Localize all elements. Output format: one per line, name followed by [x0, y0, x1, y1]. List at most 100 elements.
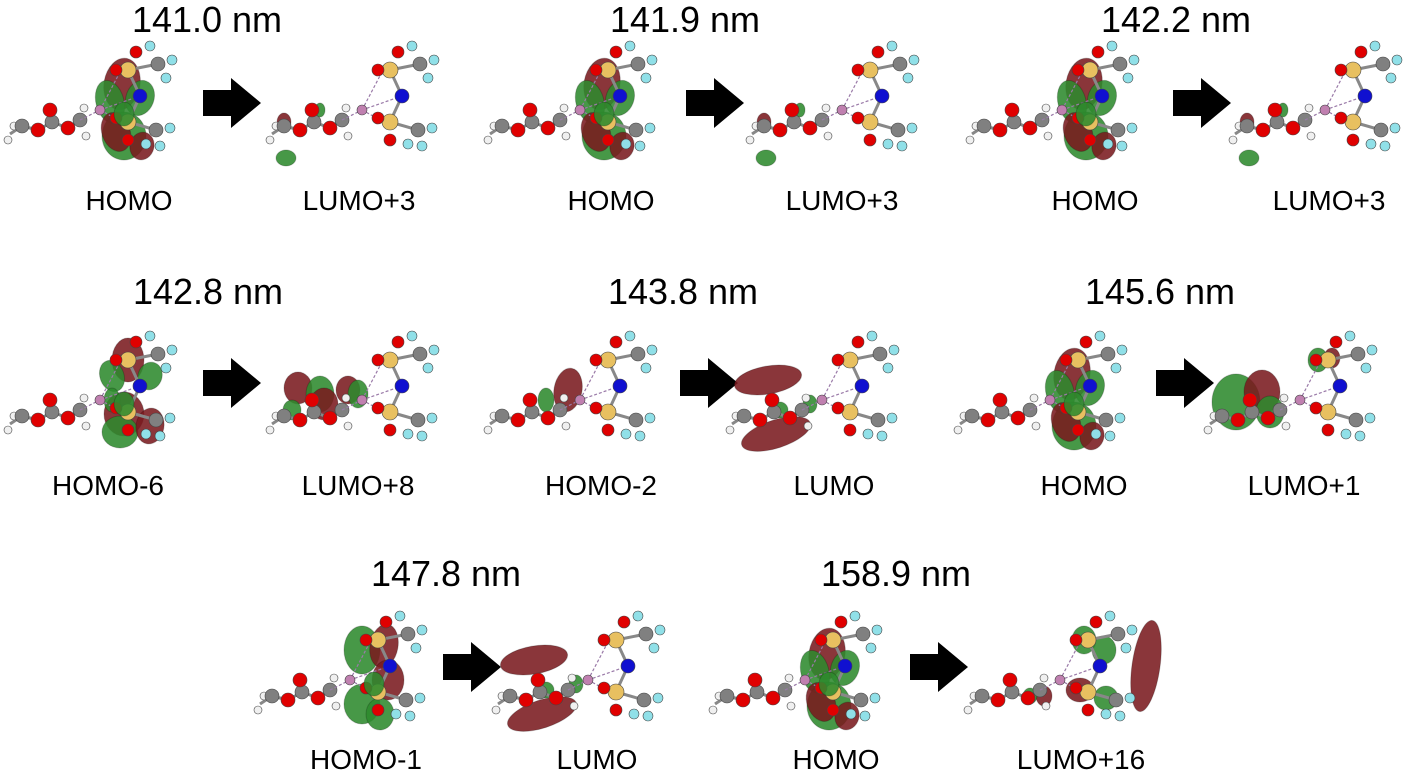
fluorine-atom [1344, 330, 1356, 342]
homo-molecular-orbital-8 [708, 610, 883, 731]
fluorine-atom [1128, 54, 1140, 66]
oxygen-atom [1069, 681, 1083, 695]
hydrogen-atom [341, 103, 351, 113]
sulfur-atom [599, 351, 617, 369]
fluorine-atom [1391, 54, 1403, 66]
fluorine-atom [644, 412, 656, 424]
oxygen-atom [1285, 120, 1301, 136]
orbital-lobe-negative [537, 387, 555, 413]
oxygen-atom [1242, 392, 1258, 408]
carbon-atom [494, 408, 510, 424]
nitrogen-atom [382, 658, 398, 674]
nitrogen-atom [1082, 378, 1098, 394]
lithium-atom [1319, 104, 1331, 116]
oxygen-atom [871, 45, 885, 59]
coordination-bond [821, 361, 843, 401]
coordination-bond [567, 679, 589, 691]
coordination-bond [559, 399, 581, 411]
carbon-atom [494, 118, 510, 134]
hydrogen-atom [1203, 425, 1213, 435]
carbon-atom [756, 118, 772, 134]
oxygen-atom [42, 102, 58, 118]
oxygen-atom [609, 335, 623, 349]
hydrogen-atom [1043, 131, 1053, 141]
sulfur-atom [1069, 351, 1087, 369]
transition-arrow-icon [1156, 358, 1214, 408]
unoccupied-orbital-label: LUMO+3 [1272, 185, 1386, 216]
transition-arrow-icon [443, 642, 501, 692]
oxygen-atom [1309, 401, 1323, 415]
hydrogen-atom [79, 103, 89, 113]
occupied-orbital-label: HOMO [792, 744, 880, 775]
carbon-atom [870, 412, 886, 428]
carbon-atom [524, 114, 540, 130]
sulfur-atom [1344, 113, 1362, 131]
carbon-atom [855, 626, 871, 642]
nitrogen-atom [612, 88, 628, 104]
occupied-orbital-label: HOMO-2 [545, 470, 657, 501]
oxygen-atom [121, 133, 135, 147]
fluorine-atom [886, 412, 898, 424]
transition-arrow-icon [203, 78, 261, 128]
fluorine-atom [390, 708, 402, 720]
carbon-atom [766, 404, 782, 420]
nitrogen-atom [132, 88, 148, 104]
hydrogen-atom [343, 421, 353, 431]
carbon-atom [719, 688, 735, 704]
hydrogen-atom [483, 135, 493, 145]
coordination-bond [341, 109, 363, 121]
coordination-bond [1304, 109, 1326, 121]
orbital-lobe-negative [818, 671, 840, 697]
fluorine-atom [1366, 344, 1378, 356]
fluorine-atom [906, 122, 918, 134]
fluorine-atom [1102, 138, 1114, 150]
nitrogen-atom [132, 378, 148, 394]
fluorine-atom [882, 362, 894, 374]
orbital-lobe-negative [593, 101, 615, 127]
oxygen-atom [1004, 102, 1020, 118]
oxygen-atom [371, 111, 385, 125]
oxygen-atom [379, 615, 393, 629]
fluorine-atom [144, 40, 156, 52]
carbon-atom [524, 404, 540, 420]
carbon-atom [412, 346, 428, 362]
carbon-atom [148, 122, 164, 138]
carbon-atom [148, 412, 164, 428]
fluorine-atom [422, 362, 434, 374]
hydrogen-atom [567, 673, 577, 683]
fluorine-atom [402, 138, 414, 150]
oxygen-atom [863, 133, 877, 147]
carbon-atom [1110, 122, 1126, 138]
sulfur-atom [381, 61, 399, 79]
hydrogen-atom [821, 103, 831, 113]
hydrogen-atom [1041, 701, 1051, 711]
fluorine-atom [886, 40, 898, 52]
hydrogen-atom [561, 131, 571, 141]
carbon-atom [890, 122, 906, 138]
oxygen-atom [1309, 353, 1323, 367]
unoccupied-orbital-label: LUMO+1 [1247, 470, 1361, 501]
oxygen-atom [609, 703, 623, 717]
hydrogen-atom [801, 393, 811, 403]
oxygen-atom [851, 335, 865, 349]
fluorine-atom [640, 72, 652, 84]
hydrogen-atom [253, 705, 263, 715]
oxygen-atom [1071, 423, 1085, 437]
lithium-atom [1294, 394, 1306, 406]
oxygen-atom [992, 122, 1008, 138]
carbon-atom [892, 56, 908, 72]
hydrogen-atom [953, 425, 963, 435]
oxygen-atom [851, 63, 865, 77]
unoccupied-orbital-label: LUMO+16 [1016, 744, 1146, 775]
fluorine-atom [865, 642, 877, 654]
oxygen-atom [802, 120, 818, 136]
nitrogen-atom [620, 658, 636, 674]
wavelength-title: 158.9 nm [820, 553, 972, 594]
oxygen-atom [826, 703, 840, 717]
carbon-atom [276, 408, 292, 424]
wavelength-title: 142.8 nm [132, 271, 284, 312]
sulfur-atom [381, 113, 399, 131]
fluorine-atom [646, 344, 658, 356]
fluorine-atom [871, 624, 883, 636]
fluorine-atom [648, 642, 660, 654]
